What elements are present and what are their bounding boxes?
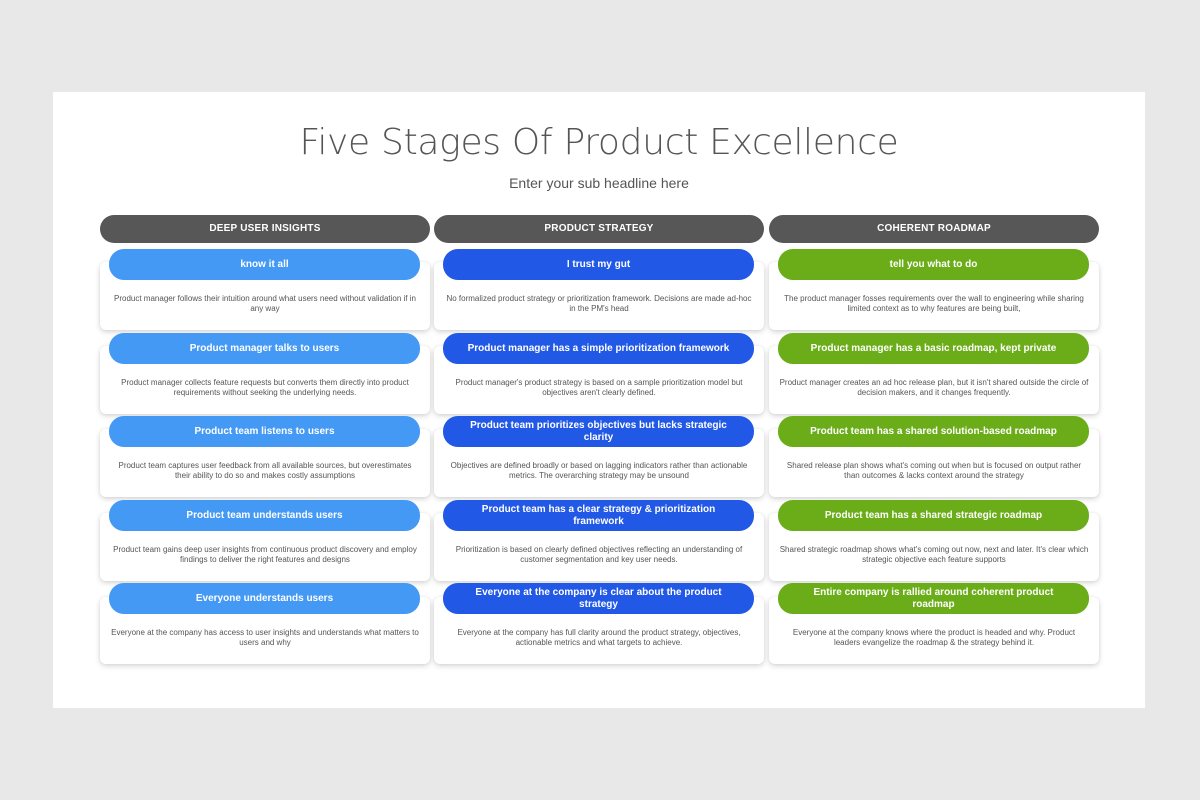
stage-label: Product team listens to users bbox=[109, 416, 420, 447]
stage-label: Product manager has a basic roadmap, kep… bbox=[778, 333, 1089, 364]
column-deep-user-insights: DEEP USER INSIGHTS Product manager follo… bbox=[100, 215, 430, 664]
stage-description: No formalized product strategy or priori… bbox=[446, 294, 752, 313]
slide: Five Stages Of Product Excellence Enter … bbox=[53, 92, 1145, 708]
stage-label: Product team understands users bbox=[109, 500, 420, 531]
column-coherent-roadmap: COHERENT ROADMAP The product manager fos… bbox=[769, 215, 1099, 664]
stage-label: tell you what to do bbox=[778, 249, 1089, 280]
stage-description: Product team captures user feedback from… bbox=[118, 461, 412, 480]
stage-description: Everyone at the company has full clarity… bbox=[457, 628, 741, 647]
stage-label: I trust my gut bbox=[443, 249, 754, 280]
stage-label: Everyone understands users bbox=[109, 583, 420, 614]
column-header: DEEP USER INSIGHTS bbox=[100, 215, 430, 243]
stage-description: Everyone at the company has access to us… bbox=[111, 628, 419, 647]
stage-description: Product manager follows their intuition … bbox=[114, 294, 416, 313]
column-product-strategy: PRODUCT STRATEGY No formalized product s… bbox=[434, 215, 764, 664]
stage-description: Everyone at the company knows where the … bbox=[792, 628, 1076, 647]
stage-description: The product manager fosses requirements … bbox=[784, 294, 1084, 313]
stage-description: Prioritization is based on clearly defin… bbox=[455, 545, 743, 564]
stage-label: Product team has a shared solution-based… bbox=[778, 416, 1089, 447]
stage-label: Product team has a shared strategic road… bbox=[778, 500, 1089, 531]
stage-description: Objectives are defined broadly or based … bbox=[450, 461, 748, 480]
slide-subtitle: Enter your sub headline here bbox=[509, 175, 689, 191]
slide-title: Five Stages Of Product Excellence bbox=[299, 122, 899, 163]
stage-description: Product manager creates an ad hoc releas… bbox=[779, 378, 1089, 397]
stage-description: Product manager collects feature request… bbox=[121, 378, 409, 397]
column-header: PRODUCT STRATEGY bbox=[434, 215, 764, 243]
stage-label: know it all bbox=[109, 249, 420, 280]
stage-label: Product manager has a simple prioritizat… bbox=[443, 333, 754, 364]
stage-description: Shared strategic roadmap shows what's co… bbox=[779, 545, 1089, 564]
stage-label: Entire company is rallied around coheren… bbox=[778, 583, 1089, 614]
stage-description: Product team gains deep user insights fr… bbox=[113, 545, 417, 564]
stage-label: Product team has a clear strategy & prio… bbox=[443, 500, 754, 531]
stage-label: Everyone at the company is clear about t… bbox=[443, 583, 754, 614]
stage-description: Product manager's product strategy is ba… bbox=[455, 378, 743, 397]
stage-label: Product manager talks to users bbox=[109, 333, 420, 364]
column-header: COHERENT ROADMAP bbox=[769, 215, 1099, 243]
stage-label: Product team prioritizes objectives but … bbox=[443, 416, 754, 447]
stage-description: Shared release plan shows what's coming … bbox=[786, 461, 1082, 480]
